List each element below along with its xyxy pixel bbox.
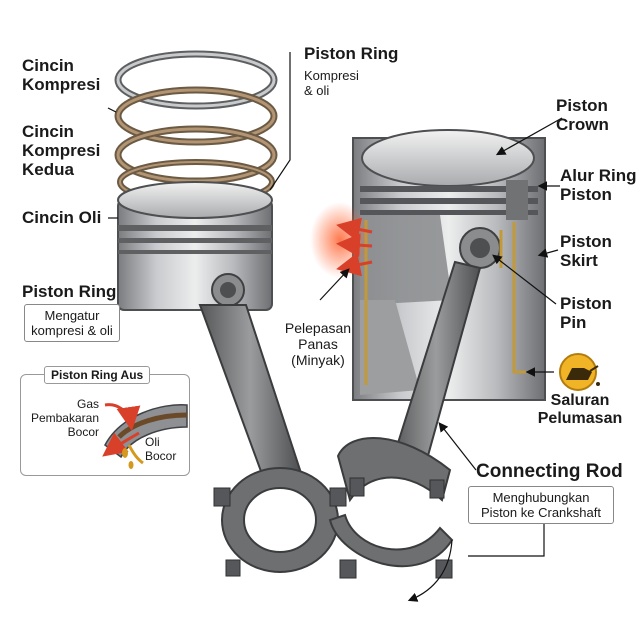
left-piston [117,181,273,311]
label-cincin-kompresi-kedua: Cincin Kompresi Kedua [22,122,101,179]
box-mengatur: Mengatur kompresi & oli [24,304,120,342]
label-piston-ring-left: Piston Ring [22,282,117,301]
label-saluran-pelumasan: Saluran Pelumasan [537,392,623,427]
box-menghubungkan: Menghubungkan Piston ke Crankshaft [468,486,614,524]
label-piston-pin: Piston Pin [560,294,612,332]
label-piston-crown: Piston Crown [556,96,609,134]
compression-ring-second [114,86,278,146]
label-piston-skirt: Piston Skirt [560,232,612,270]
label-cincin-oli: Cincin Oli [22,208,102,227]
label-cincin-kompresi: Cincin Kompresi [22,56,101,94]
right-connecting-rod [328,260,482,579]
oil-can-icon [559,353,600,391]
heat-indicator [310,202,373,278]
label-pelepasan-panas: Pelepasan Panas (Minyak) [284,320,352,368]
worn-ring-illustration [102,403,188,469]
label-alur-ring-piston: Alur Ring Piston [560,166,637,204]
label-gas-pembakaran-bocor: Gas Pembakaran Bocor [30,397,99,439]
label-connecting-rod: Connecting Rod [476,461,623,482]
worn-ring-callout-title: Piston Ring Aus [44,366,151,384]
label-kompresi-oli: Kompresi & oli [304,68,359,98]
label-oli-bocor: Oli Bocor [145,435,177,463]
compression-ring-top [114,50,278,110]
left-connecting-rod [198,304,347,577]
label-piston-ring-top: Piston Ring [304,44,399,63]
worn-ring-callout: Gas Pembakaran Bocor Oli Bocor [20,374,190,476]
compression-ring-third [114,125,278,185]
